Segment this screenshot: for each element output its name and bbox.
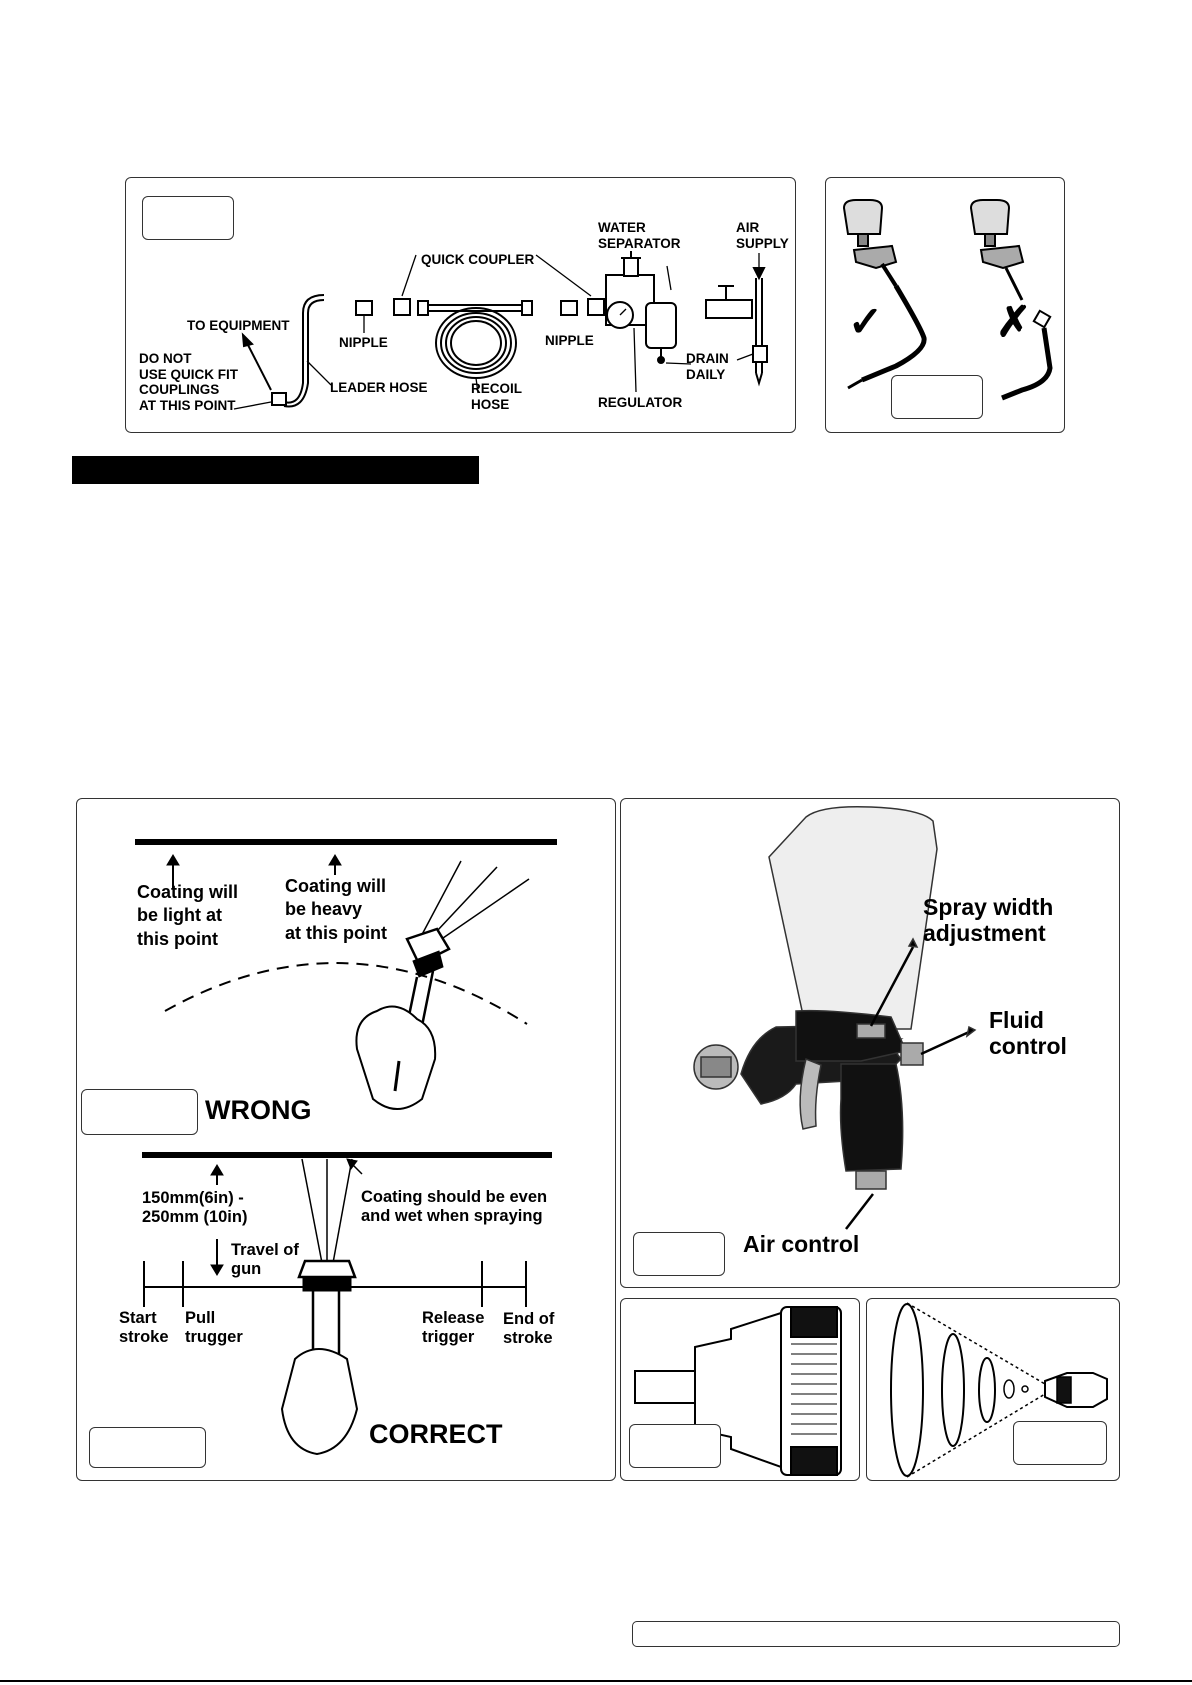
label-nipple-left: NIPPLE	[339, 335, 388, 350]
label-pull-trigger: Pull trugger	[185, 1309, 243, 1346]
spray-technique-panel: Coating will be light at this point Coat…	[76, 798, 616, 1481]
recoil-hose-coil	[435, 307, 517, 379]
label-nipple-right: NIPPLE	[545, 333, 594, 348]
correct-mark: ✓	[848, 298, 884, 345]
air-supply-valve	[705, 299, 753, 319]
label-air-supply: AIR SUPPLY	[736, 220, 789, 251]
spray-pattern-illustration	[890, 1302, 1108, 1478]
label-coating-even: Coating should be even and wet when spra…	[361, 1188, 548, 1225]
coupling-check-panel: ✓ ✗	[825, 177, 1065, 433]
label-drain-daily: DRAIN DAILY	[686, 351, 729, 382]
label-spray-width-adjustment: Spray width adjustment	[923, 894, 1054, 947]
label-travel-of-gun: Travel of gun	[231, 1241, 299, 1278]
figure-number-box	[81, 1089, 198, 1135]
wrong-mark: ✗	[996, 298, 1032, 345]
spray-technique-illustration	[135, 839, 557, 1456]
air-supply-diagram-panel: TO EQUIPMENT DO NOT USE QUICK FIT COUPLI…	[125, 177, 796, 433]
label-correct: CORRECT	[369, 1419, 503, 1449]
section-heading-bar	[72, 456, 479, 484]
spray-gun-photo	[693, 805, 977, 1230]
nipple-left-fitting	[355, 300, 373, 316]
spray-pattern-panel	[866, 1298, 1120, 1481]
figure-number-box	[142, 196, 234, 240]
label-wrong: WRONG	[205, 1095, 312, 1125]
figure-number-box	[891, 375, 983, 419]
quick-coupler-left	[393, 298, 411, 316]
air-cap-panel	[620, 1298, 860, 1481]
label-water-separator: WATER SEPARATOR	[598, 220, 681, 251]
figure-number-box	[1013, 1421, 1107, 1465]
label-recoil-hose: RECOIL HOSE	[471, 381, 523, 412]
label-regulator: REGULATOR	[598, 395, 683, 410]
label-end-stroke: End of stroke	[503, 1310, 555, 1347]
figure-number-box	[89, 1427, 206, 1468]
label-distance: 150mm(6in) - 250mm (10in)	[142, 1189, 248, 1226]
air-line-illustration	[233, 251, 768, 410]
figure-number-box	[629, 1424, 721, 1468]
label-do-not-use-quick-fit: DO NOT USE QUICK FIT COUPLINGS AT THIS P…	[139, 351, 239, 413]
label-quick-coupler: QUICK COUPLER	[421, 252, 535, 267]
bottom-rule	[0, 1680, 1192, 1682]
spray-gun-coupling-illustration	[842, 199, 1053, 401]
label-to-equipment: TO EQUIPMENT	[187, 318, 290, 333]
label-release-trigger: Release trigger	[422, 1309, 485, 1346]
label-coating-heavy: Coating will be heavy at this point	[285, 876, 387, 943]
label-coating-light: Coating will be light at this point	[137, 882, 238, 949]
label-start-stroke: Start stroke	[119, 1309, 169, 1346]
nipple-right-fitting	[560, 300, 578, 316]
leader-hose	[283, 299, 325, 408]
gun-controls-panel: Spray width adjustment Fluid control Air…	[620, 798, 1120, 1288]
figure-number-box	[633, 1232, 725, 1276]
label-fluid-control: Fluid control	[989, 1007, 1067, 1060]
equipment-fitting	[271, 392, 287, 406]
label-air-control: Air control	[743, 1231, 860, 1257]
footer-box	[632, 1621, 1120, 1647]
water-separator-bowl	[645, 302, 677, 349]
label-leader-hose: LEADER HOSE	[330, 380, 428, 395]
quick-coupler-right	[587, 298, 605, 316]
